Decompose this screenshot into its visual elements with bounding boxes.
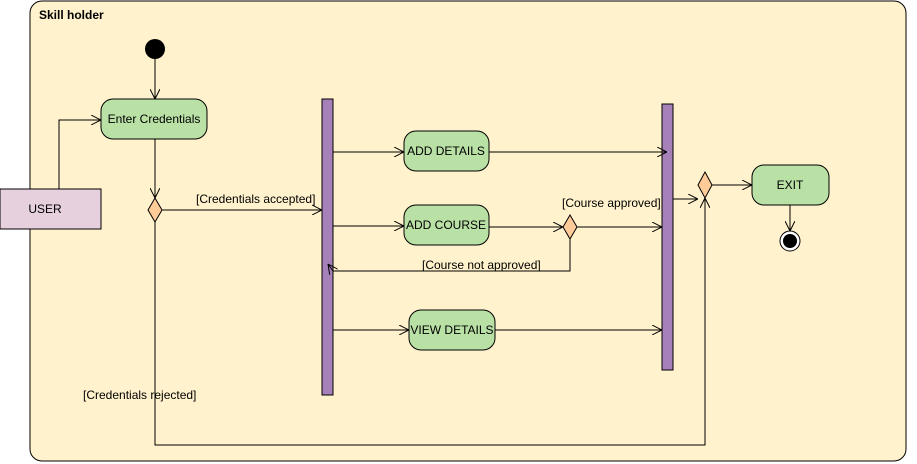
action-add-course	[403, 204, 490, 246]
action-enter-credentials-label: Enter Credentials	[108, 112, 201, 126]
swimlane-title: Skill holder	[39, 8, 104, 22]
final-node-inner	[783, 234, 797, 248]
initial-node	[145, 39, 165, 59]
guard-course-not-approved: [Course not approved]	[422, 258, 541, 272]
actor-user	[0, 188, 102, 230]
edges	[58, 59, 790, 446]
action-enter-credentials	[100, 98, 208, 140]
guard-credentials-accepted: [Credentials accepted]	[196, 192, 315, 206]
guard-credentials-rejected: [Credentials rejected]	[83, 388, 196, 402]
action-view-details-label: VIEW DETAILS	[410, 323, 493, 337]
edge-user-to-credentials	[58, 120, 101, 189]
edge-not-approved-to-fork	[328, 239, 571, 271]
action-add-details-label: ADD DETAILS	[407, 144, 485, 158]
fork-bar	[321, 98, 334, 396]
edge-rejected-to-merge	[154, 198, 705, 446]
join-bar	[661, 103, 674, 371]
action-add-details	[403, 130, 490, 172]
action-exit-label: EXIT	[777, 178, 804, 192]
actor-user-label: USER	[28, 202, 62, 216]
action-add-course-label: ADD COURSE	[406, 218, 486, 232]
guard-course-approved: [Course approved]	[562, 196, 661, 210]
